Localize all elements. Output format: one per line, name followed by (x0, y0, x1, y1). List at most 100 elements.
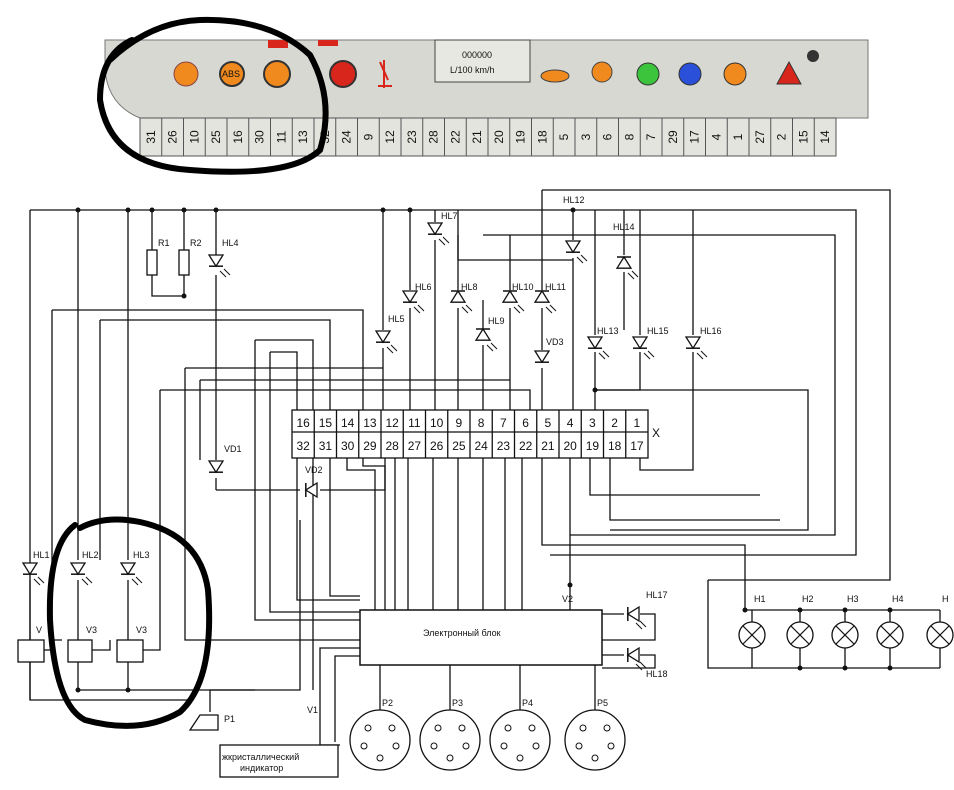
connector-pin-top: 10 (430, 416, 444, 430)
label-lamp-h3: H3 (847, 594, 859, 604)
v-block-2 (67, 639, 93, 663)
panel-terminal: 15 (796, 130, 810, 144)
panel-terminal: 7 (644, 133, 658, 140)
connector-pin-top: 4 (567, 416, 574, 430)
diode-hl3: HL3 (119, 550, 150, 586)
panel-terminal: 19 (514, 130, 528, 144)
connector-pin-top: 1 (634, 416, 641, 430)
panel-terminal: 14 (818, 130, 832, 144)
panel-terminal: 29 (666, 130, 680, 144)
connector-pin-top: 9 (456, 416, 463, 430)
panel-terminal: 6 (601, 133, 615, 140)
electronic-unit: Электронный блок V2 V1 (307, 594, 603, 715)
connector-pin-bottom: 28 (385, 439, 399, 453)
label-v2: V2 (562, 594, 573, 604)
lamp-h2: H2 (786, 594, 814, 668)
connector-pin-bottom: 27 (408, 439, 422, 453)
trip-display (434, 39, 531, 83)
label-p3: P3 (452, 698, 463, 708)
gauges: P2 P3 P4 P5 (349, 698, 626, 771)
connector-pin-bottom: 20 (563, 439, 577, 453)
label-hl16: HL16 (700, 326, 722, 336)
door-open-icon (540, 69, 570, 83)
diode-hl15: HL15 (631, 326, 669, 360)
steering-icon (723, 62, 747, 86)
diode-hl4: HL4 (207, 238, 239, 278)
high-beam-icon (678, 62, 702, 86)
hazard-icon (776, 60, 802, 85)
diode-vd1: VD1 (207, 444, 242, 474)
panel-terminal: 31 (144, 130, 158, 144)
diode-hl1: HL1 (21, 550, 50, 586)
highlight-marks (46, 16, 329, 729)
gauge-p2: P2 (349, 698, 411, 771)
label-lamp-h: H (942, 594, 949, 604)
label-v3-b: V3 (136, 625, 147, 635)
panel-terminal: 5 (557, 133, 571, 140)
lcd-indicator: жкристаллический индикатор (219, 744, 339, 778)
display-line2: L/100 km/h (450, 65, 495, 75)
connector-pin-bottom: 23 (497, 439, 511, 453)
warning-tab-2 (318, 40, 338, 46)
panel-terminal: 4 (709, 133, 723, 140)
panel-terminal: 9 (361, 133, 375, 140)
buzzer-p1: P1 (188, 714, 235, 731)
diode-hl14: HL14 (613, 222, 639, 280)
connector-pin-top: 15 (319, 416, 333, 430)
ecu-label: Электронный блок (423, 628, 501, 638)
label-hl5: HL5 (388, 314, 405, 324)
gauge-p5: P5 (564, 698, 626, 771)
label-r2: R2 (190, 238, 202, 248)
diode-hl13: HL13 (586, 326, 619, 360)
panel-terminal: 28 (427, 130, 441, 144)
diode-vd2: VD2 (304, 465, 323, 499)
panel-terminal: 10 (187, 130, 201, 144)
label-hl3: HL3 (133, 550, 150, 560)
airbag-icon (591, 61, 613, 83)
diode-hl8: HL8 (449, 282, 478, 314)
brake-wear-icon (263, 60, 291, 88)
diode-hl16: HL16 (684, 326, 722, 360)
panel-terminal: 13 (296, 130, 310, 144)
check-engine-icon (173, 61, 199, 87)
connector-pin-bottom: 18 (608, 439, 622, 453)
label-vd1: VD1 (224, 444, 242, 454)
connector-pin-top: 11 (408, 416, 421, 430)
label-p4: P4 (522, 698, 533, 708)
label-vd3: VD3 (546, 337, 564, 347)
panel-terminal: 3 (579, 133, 593, 140)
panel-terminal: 2 (775, 133, 789, 140)
diode-hl10: HL10 (501, 282, 534, 314)
connector-pin-bottom: 30 (341, 439, 355, 453)
panel-terminal: 20 (492, 130, 506, 144)
connector-pin-bottom: 21 (541, 439, 555, 453)
panel-terminal: 12 (383, 130, 397, 144)
v-blocks: V V3 V3 (17, 625, 147, 663)
diode-hl9: HL9 (474, 316, 505, 352)
lcd-label-2: индикатор (240, 763, 283, 773)
diode-hl17: HL17 (626, 590, 668, 630)
label-hl18: HL18 (646, 669, 668, 679)
panel-terminal: 1 (731, 133, 745, 140)
panel-terminal: 11 (274, 130, 288, 143)
v-block-3 (116, 639, 144, 663)
panel-terminal: 21 (470, 130, 484, 144)
panel-terminal: 24 (340, 130, 354, 144)
connector-label: X (652, 426, 660, 440)
label-v1: V1 (307, 705, 318, 715)
connector-pin-bottom: 26 (430, 439, 444, 453)
panel-terminal: 18 (535, 130, 549, 144)
label-p1: P1 (224, 714, 235, 724)
connector-pin-top: 14 (341, 416, 355, 430)
label-r1: R1 (158, 238, 170, 248)
panel-terminal: 26 (166, 130, 180, 144)
connector-pin-bottom: 19 (586, 439, 600, 453)
panel-terminal: 23 (405, 130, 419, 144)
diode-hl18: HL18 (626, 646, 668, 679)
lamp-h3: H3 (831, 594, 859, 668)
connector-x: X 16321531143013291228112710269258247236… (291, 409, 660, 459)
seatbelt-icon (378, 60, 392, 88)
